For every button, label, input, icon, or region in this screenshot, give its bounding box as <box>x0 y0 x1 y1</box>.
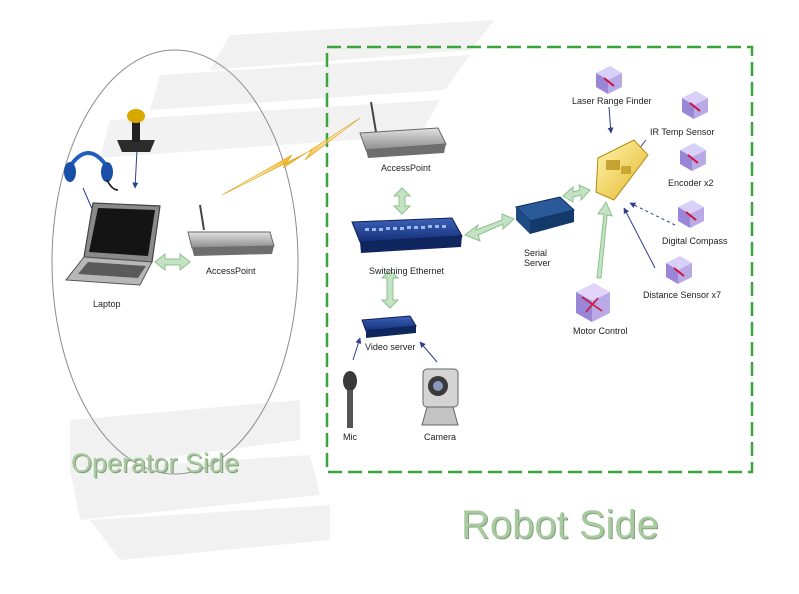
distance-sensor-cube-icon <box>666 256 692 284</box>
wireless-link-bolt <box>221 117 361 196</box>
motor-control-label: Motor Control <box>573 326 628 336</box>
link-switch-serial <box>463 213 515 242</box>
laser-range-finder-label: Laser Range Finder <box>572 96 652 106</box>
accesspoint-robot-icon <box>359 101 447 158</box>
mic-icon <box>343 371 357 428</box>
switching-ethernet-label: Switching Ethernet <box>369 266 445 276</box>
laptop-label: Laptop <box>93 299 121 309</box>
video-server-label: Video server <box>365 342 416 352</box>
arrow-mic-video <box>352 337 362 361</box>
mic-label: Mic <box>343 432 357 442</box>
link-laptop-accesspoint <box>154 252 191 272</box>
accesspoint-operator-icon <box>187 204 275 256</box>
robot-side-boundary <box>325 45 754 474</box>
digital-compass-label: Digital Compass <box>662 236 728 246</box>
laser-range-finder-cube-icon <box>596 66 622 94</box>
serial-server-icon <box>515 196 576 234</box>
headset-icon <box>64 151 119 191</box>
link-accesspoint-switch <box>392 187 412 215</box>
link-switch-video <box>380 269 400 309</box>
accesspoint-operator-label: AccessPoint <box>206 266 256 276</box>
background-stripes <box>70 20 495 560</box>
sensor-cubes <box>576 66 708 322</box>
ir-temp-sensor-label: IR Temp Sensor <box>650 127 715 137</box>
joystick-icon <box>117 109 155 152</box>
arrow-compass-board <box>629 202 676 226</box>
operator-side-title: Operator Side <box>71 448 240 478</box>
video-server-icon <box>361 315 417 338</box>
arrow-camera-video <box>419 341 438 363</box>
serial-server-label-line1: Serial <box>524 248 548 258</box>
distance-sensor-label: Distance Sensor x7 <box>643 290 722 300</box>
digital-compass-cube-icon <box>678 200 704 228</box>
operator-side-boundary <box>51 49 299 475</box>
laptop-icon <box>65 202 161 286</box>
arrow-laser-board <box>607 106 614 134</box>
motor-control-cube-icon <box>576 283 610 322</box>
link-serial-board <box>562 184 591 203</box>
link-motor-board <box>596 200 613 279</box>
controller-board-icon <box>595 139 649 201</box>
accesspoint-robot-label: AccessPoint <box>381 163 431 173</box>
arrow-joystick-laptop <box>132 149 139 189</box>
serial-server-label-line2: Server <box>524 258 551 268</box>
encoder-label: Encoder x2 <box>668 178 714 188</box>
ir-temp-sensor-cube-icon <box>682 91 708 119</box>
camera-icon <box>421 368 459 426</box>
camera-label: Camera <box>424 432 457 442</box>
switching-ethernet-icon <box>351 217 463 253</box>
arrow-distance-board <box>623 207 656 269</box>
robot-side-title: Robot Side <box>461 503 659 547</box>
encoder-cube-icon <box>680 143 706 171</box>
ethernet-links <box>154 184 613 309</box>
